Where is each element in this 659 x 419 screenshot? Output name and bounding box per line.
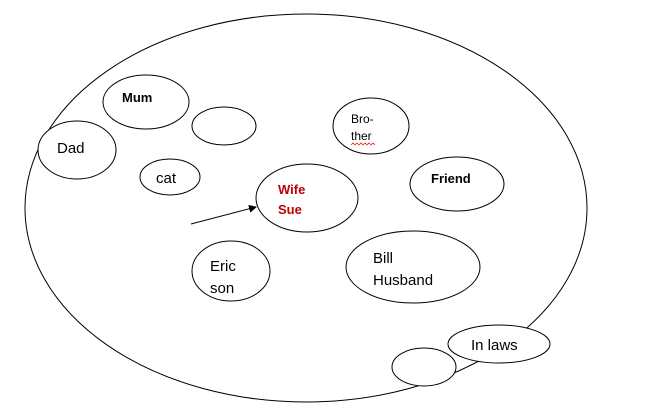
node-friend-label: Friend xyxy=(431,171,471,186)
node-wife-circle xyxy=(255,163,359,233)
node-brother-label-line1: Bro- xyxy=(351,112,374,126)
node-dad: Dad xyxy=(37,120,117,180)
node-eric-circle xyxy=(191,240,271,302)
node-friend-circle xyxy=(409,156,505,212)
node-empty-top xyxy=(191,106,257,146)
node-friend: Friend xyxy=(409,156,505,212)
node-eric-label-line1: Eric xyxy=(210,258,236,275)
node-mum-label: Mum xyxy=(122,90,152,105)
node-bill-label-line2: Husband xyxy=(373,272,433,289)
node-in-laws: In laws xyxy=(447,324,551,364)
node-bill-label-line1: Bill xyxy=(373,250,393,267)
node-empty-bottom-circle xyxy=(391,347,457,387)
node-mum-circle xyxy=(102,74,190,130)
node-cat-circle xyxy=(139,158,201,196)
node-brother-label-line2: ther xyxy=(351,129,372,143)
node-wife-label-line1: Wife xyxy=(278,182,305,197)
node-wife-label-line2: Sue xyxy=(278,202,302,217)
node-eric-label-line2: son xyxy=(210,280,234,297)
node-dad-circle xyxy=(37,120,117,180)
node-bill-circle xyxy=(345,230,481,304)
spelling-squiggle xyxy=(350,142,376,146)
node-cat: cat xyxy=(139,158,201,196)
node-in-laws-label: In laws xyxy=(471,337,518,354)
node-brother-circle xyxy=(332,97,410,155)
node-bill: Bill Husband xyxy=(345,230,481,304)
node-cat-label: cat xyxy=(156,170,177,187)
arrow-to-wife xyxy=(190,204,257,225)
node-wife: Wife Sue xyxy=(255,163,359,233)
node-brother: Bro- ther xyxy=(332,97,410,155)
node-mum: Mum xyxy=(102,74,190,130)
node-empty-bottom xyxy=(391,347,457,387)
node-dad-label: Dad xyxy=(57,140,85,157)
node-eric: Eric son xyxy=(191,240,271,302)
node-empty-top-circle xyxy=(191,106,257,146)
node-in-laws-circle xyxy=(447,324,551,364)
